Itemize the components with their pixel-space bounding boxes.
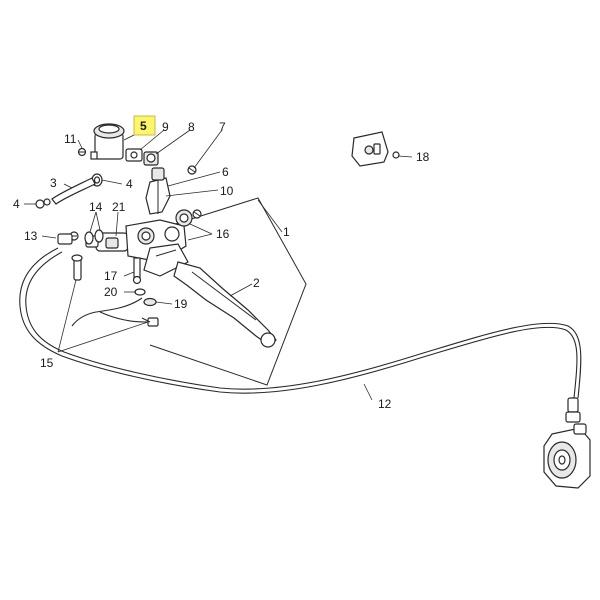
callout-14[interactable]: 14 [89, 200, 103, 214]
callout-20[interactable]: 20 [104, 285, 118, 299]
leader-lines [24, 129, 413, 401]
callout-4-upper[interactable]: 4 [126, 177, 133, 191]
callout-8[interactable]: 8 [188, 120, 195, 134]
clutch-hose-inner [25, 251, 582, 399]
lever-tip [260, 332, 276, 348]
callout-2[interactable]: 2 [253, 276, 260, 290]
nut-19 [143, 297, 157, 307]
screw-16 [192, 209, 202, 219]
callout-17[interactable]: 17 [104, 269, 118, 283]
switch-wire [71, 297, 143, 327]
callout-11[interactable]: 11 [64, 132, 77, 146]
washer-20 [134, 288, 146, 296]
bushing-8 [143, 151, 159, 166]
switch-detail-18 [351, 131, 400, 167]
hose-end-fitting [565, 397, 581, 423]
callout-6[interactable]: 6 [222, 165, 229, 179]
wire-loop [99, 311, 149, 323]
callout-19[interactable]: 19 [174, 297, 188, 311]
callout-13[interactable]: 13 [24, 229, 38, 243]
callout-15[interactable]: 15 [40, 356, 54, 370]
pin-17 [132, 257, 142, 285]
master-cylinder [85, 209, 193, 277]
reservoir [90, 123, 125, 160]
washers-14 [84, 229, 104, 245]
reservoir-hose [51, 177, 96, 205]
callout-9[interactable]: 9 [162, 120, 169, 134]
bolt-15 [71, 254, 83, 281]
callout-10[interactable]: 10 [220, 184, 234, 198]
highlight-box-5 [133, 115, 156, 136]
callout-1[interactable]: 1 [283, 225, 290, 239]
callout-4-left[interactable]: 4 [13, 197, 20, 211]
clutch-switch [145, 167, 171, 215]
clutch-lever [173, 261, 277, 347]
banjo-fitting [57, 233, 73, 245]
screw-11 [77, 147, 87, 157]
callout-16[interactable]: 16 [216, 227, 230, 241]
hose-fitting [35, 198, 51, 209]
callout-7[interactable]: 7 [219, 120, 226, 134]
callout-12[interactable]: 12 [378, 397, 392, 411]
callout-21[interactable]: 21 [112, 200, 126, 214]
callout-18[interactable]: 18 [416, 150, 430, 164]
callout-3[interactable]: 3 [50, 176, 57, 190]
clutch-hose [19, 247, 578, 399]
callout-5[interactable]: 5 [140, 119, 147, 133]
reservoir-bracket [125, 148, 143, 162]
slave-cylinder [543, 423, 591, 489]
assembly-outline [149, 197, 307, 386]
